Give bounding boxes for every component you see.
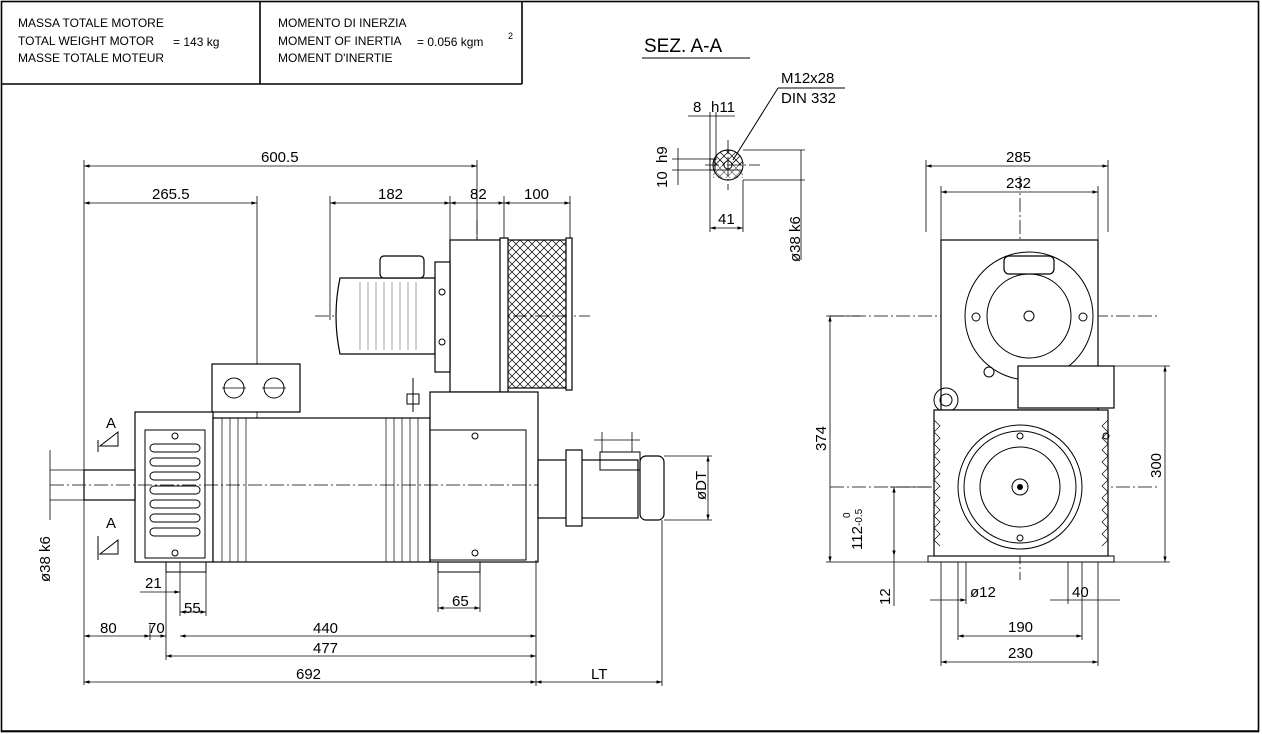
inertia-label-en: MOMENT OF INERTIA [278, 34, 402, 48]
dim-285: 285 [1006, 149, 1031, 166]
section-mark-bottom: A [106, 515, 116, 532]
dim-10: 10 [654, 171, 671, 188]
cooling-fins [221, 418, 419, 562]
dim-41: 41 [718, 211, 735, 228]
dim-hole: ø12 [970, 584, 996, 601]
section-a-a: SEZ. A-A M12x28 DIN 332 8 h11 10 h9 41 ø… [642, 36, 845, 262]
vent-slots [149, 443, 201, 537]
dim-300: 300 [1148, 453, 1165, 478]
end-view: 285 232 374 [813, 149, 1170, 666]
dim-440: 440 [313, 620, 338, 637]
dim-600-5: 600.5 [261, 149, 299, 166]
dim-h11: h11 [711, 99, 735, 116]
dim-55: 55 [184, 600, 201, 617]
dim-65: 65 [452, 593, 469, 610]
dim-8: 8 [693, 99, 701, 116]
dim-lt: LT [591, 666, 607, 683]
inertia-value: = 0.056 kgm [417, 35, 483, 49]
dim-80: 80 [100, 620, 117, 637]
dim-40: 40 [1072, 584, 1089, 601]
dim-230: 230 [1008, 645, 1033, 662]
dim-232: 232 [1006, 175, 1031, 192]
dim-shaft-side: ø38 k6 [37, 536, 54, 582]
dim-190: 190 [1008, 619, 1033, 636]
dim-477: 477 [313, 640, 338, 657]
inertia-label-it: MOMENTO DI INERZIA [278, 16, 406, 30]
dim-100: 100 [524, 186, 549, 203]
weight-block: MASSA TOTALE MOTORE TOTAL WEIGHT MOTOR M… [18, 16, 219, 65]
dim-374: 374 [813, 426, 830, 451]
dim-dt: øDT [693, 471, 710, 500]
section-mark-top: A [106, 415, 116, 432]
dim-82: 82 [470, 186, 487, 203]
dim-21: 21 [145, 575, 162, 592]
dim-h9: h9 [654, 146, 671, 163]
dim-112-tol-lower: -0.5 [854, 508, 865, 526]
dim-112-tol-upper: 0 [842, 512, 853, 518]
dim-shaft-section: ø38 k6 [787, 216, 804, 262]
key-spec-2: DIN 332 [781, 90, 836, 107]
key-spec-1: M12x28 [781, 70, 834, 87]
dim-12: 12 [877, 588, 894, 605]
dim-112: 112 [849, 526, 866, 550]
inertia-label-fr: MOMENT D'INERTIE [278, 51, 393, 65]
section-title: SEZ. A-A [644, 36, 722, 57]
dim-265-5: 265.5 [152, 186, 190, 203]
inertia-block: MOMENTO DI INERZIA MOMENT OF INERTIA MOM… [278, 16, 513, 65]
weight-label-en: TOTAL WEIGHT MOTOR [18, 34, 154, 48]
side-view: 600.5 265.5 182 82 100 [37, 149, 712, 686]
dim-692: 692 [296, 666, 321, 683]
weight-label-it: MASSA TOTALE MOTORE [18, 16, 164, 30]
dim-70: 70 [148, 620, 165, 637]
dim-182: 182 [378, 186, 403, 203]
weight-value: = 143 kg [173, 35, 219, 49]
weight-label-fr: MASSE TOTALE MOTEUR [18, 51, 164, 65]
inertia-exponent: 2 [508, 31, 513, 41]
